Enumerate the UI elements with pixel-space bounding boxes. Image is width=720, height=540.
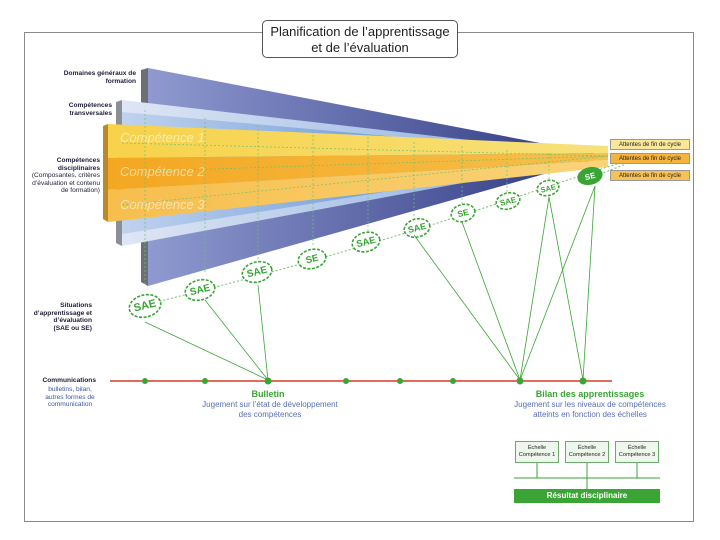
attentes-2: Attentes de fin de cycle — [610, 153, 690, 164]
situation-oval — [128, 293, 162, 319]
bulletin-title: Bulletin — [251, 389, 285, 399]
situation-oval — [184, 278, 216, 302]
echelle-3: Échelle Compétence 3 — [615, 441, 659, 463]
title-line-2: et de l’évaluation — [311, 40, 409, 55]
echelle-3-sub: Compétence 3 — [618, 452, 656, 458]
situation-label: SAE — [499, 195, 518, 208]
label-communications: Communications — [42, 377, 97, 384]
title-line-1: Planification de l’apprentissage — [270, 24, 450, 39]
situation-label: SAE — [540, 182, 557, 194]
label-disciplinaires-sub: (Composantes, critères d’évaluation et c… — [31, 172, 100, 195]
situation-label: SAE — [246, 265, 269, 281]
echelle-1-title: Échelle — [527, 445, 547, 451]
bilan-sub: Jugement sur les niveaux de compétences … — [514, 400, 666, 419]
situation-oval — [450, 203, 476, 223]
situation-label: SAE — [133, 297, 158, 314]
attentes-3: Attentes de fin de cycle — [610, 170, 690, 181]
situation-oval — [495, 191, 521, 211]
attentes-1: Attentes de fin de cycle — [610, 139, 690, 150]
funnel-grid — [121, 110, 609, 285]
bilan-title: Bilan des apprentissages — [535, 389, 645, 399]
echelle-1: Échelle Compétence 1 — [515, 441, 559, 463]
situation-oval — [577, 166, 603, 186]
situation-oval — [297, 248, 327, 270]
echelle-3-title: Échelle — [627, 445, 647, 451]
competence-band-3 — [108, 160, 608, 222]
situation-label: SAE — [355, 235, 377, 250]
situation-label: SE — [584, 171, 597, 182]
situation-label: SE — [305, 253, 320, 267]
label-transversales: Compétences transversales — [68, 102, 112, 117]
label-situations: Situations d’apprentissage et d’évaluati… — [30, 302, 92, 332]
echelle-1-sub: Compétence 1 — [518, 452, 556, 458]
label-disciplinaires-title: Compétences disciplinaires — [56, 157, 100, 172]
echelle-2-sub: Compétence 2 — [568, 452, 606, 458]
bulletin-sub: Jugement sur l’état de développement des… — [202, 400, 338, 419]
link-lines — [144, 185, 596, 381]
label-situations-title: Situations d’apprentissage et d’évaluati… — [33, 302, 92, 325]
situation-oval — [403, 217, 431, 239]
situation-oval — [241, 260, 273, 284]
competence-band-1 — [108, 124, 608, 158]
competence-label-3: Compétence 3 — [120, 197, 205, 212]
competence-edge — [103, 124, 108, 222]
situations-group: SAE SAE SAE SE SAE SAE SE SAE SAE SE — [128, 166, 603, 319]
echelle-2: Échelle Compétence 2 — [565, 441, 609, 463]
situation-oval — [351, 231, 381, 253]
communications-dots — [142, 377, 587, 385]
echelles-connectors — [514, 463, 660, 489]
page-title: Planification de l’apprentissage et de l… — [262, 20, 458, 58]
label-domaines: Domaines généraux de formation — [63, 70, 136, 85]
situation-oval — [536, 179, 560, 197]
competence-label-1: Compétence 1 — [120, 130, 205, 145]
echelle-2-title: Échelle — [577, 445, 597, 451]
label-communications-sub: bulletins, bilan, autres formes de commu… — [45, 386, 95, 409]
resultat-disciplinaire: Résultat disciplinaire — [514, 489, 660, 503]
label-disciplinaires: Compétences disciplinaires (Composantes,… — [30, 157, 100, 195]
competence-band-2 — [108, 153, 608, 190]
situation-label: SE — [456, 207, 470, 220]
label-situations-sub: (SAE ou SE) — [53, 324, 92, 332]
situation-label: SAE — [189, 283, 212, 299]
situation-label: SAE — [407, 221, 427, 235]
competence-label-2: Compétence 2 — [120, 164, 205, 179]
